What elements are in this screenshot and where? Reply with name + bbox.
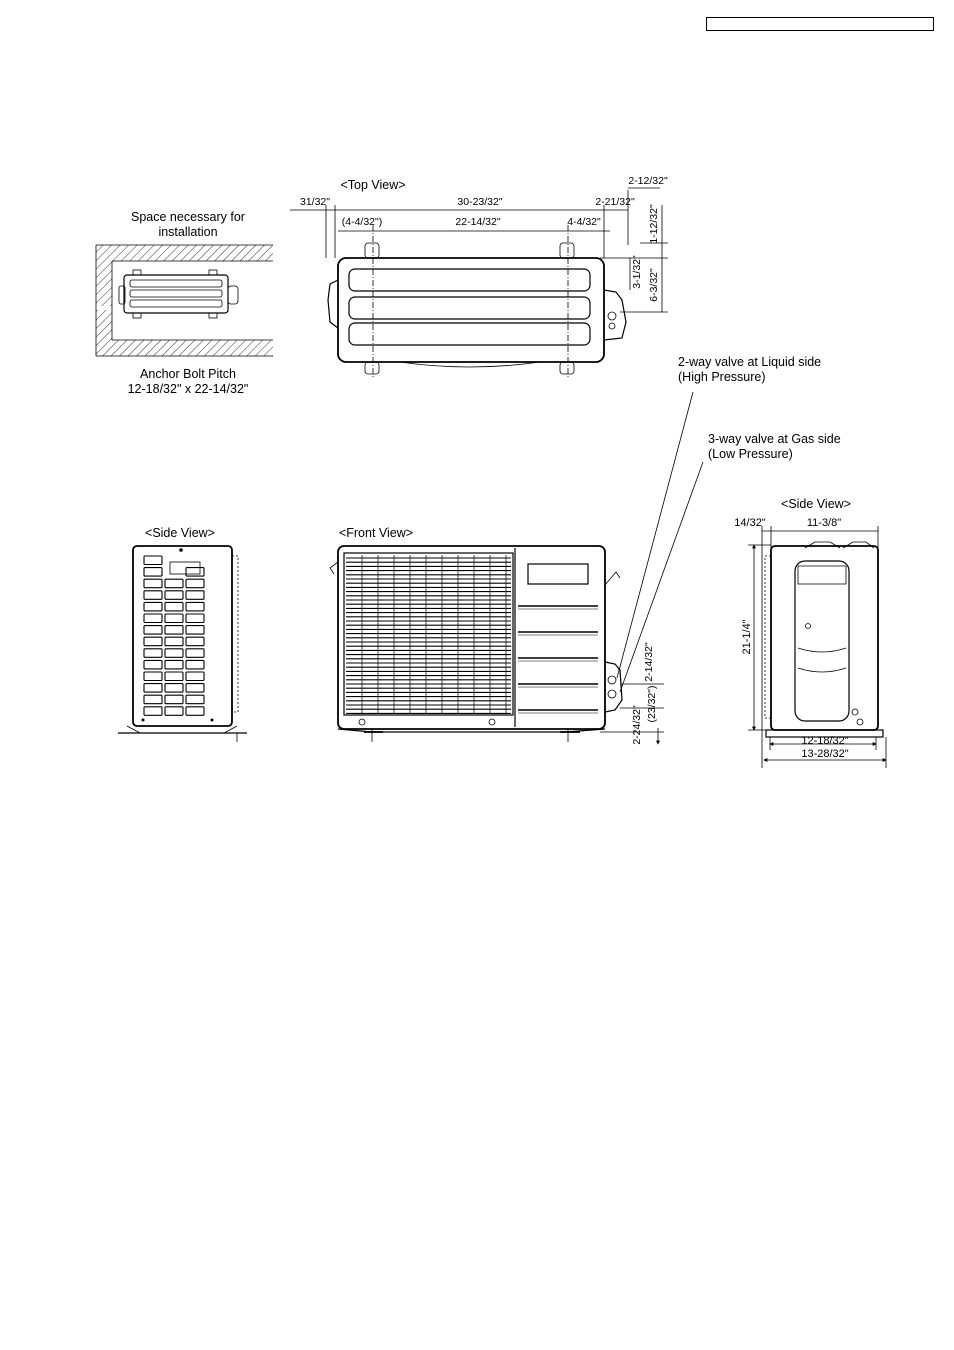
liquid-valve-leader: [616, 391, 694, 679]
dim-side-top-offset: 14/32": [734, 517, 766, 529]
dim-right-mid: 3-1/32": [631, 255, 643, 289]
header-box: [706, 17, 934, 31]
gas-valve-label: 3-way valve at Gas side: [708, 432, 841, 446]
front-fan-grille: [343, 552, 514, 716]
dim-valve-height: 2-14/32": [643, 642, 655, 682]
liquid-valve-label: 2-way valve at Liquid side: [678, 355, 821, 369]
valve-callouts: 2-way valve at Liquid side (High Pressur…: [616, 355, 841, 693]
dim-bolt-pitch: 22-14/32": [455, 216, 500, 228]
side-right-unit: [770, 545, 879, 731]
front-unit: [337, 545, 606, 730]
dim-valve-gap: (23/32"): [646, 686, 658, 723]
dim-right-top: 1-12/32": [648, 204, 660, 244]
side-view-left: <Side View>: [118, 526, 247, 742]
top-wall: [96, 245, 273, 261]
dim-left-bolt: (4-4/32"): [342, 216, 383, 228]
liquid-valve-pressure: (High Pressure): [678, 370, 766, 384]
installation-diagram: Space necessary for installation Anchor …: [95, 210, 273, 396]
dim-side-base-width: 13-28/32": [801, 748, 848, 760]
top-view-unit: [337, 257, 605, 363]
front-panel-window: [527, 563, 589, 585]
side-view-right-title: <Side View>: [781, 497, 851, 511]
dim-side-height: 21-1/4": [741, 619, 753, 654]
dim-right-bolt: 4-4/32": [567, 216, 601, 228]
installation-title-1: Space necessary for: [131, 210, 245, 224]
side-view-right: <Side View> 14/32" 11-3/8" 21-1/4" 12-18…: [734, 497, 887, 768]
bottom-wall: [96, 340, 273, 356]
anchor-bolt-label: Anchor Bolt Pitch: [140, 367, 236, 381]
anchor-bolt-value: 12-18/32" x 22-14/32": [128, 382, 249, 396]
installation-title-2: installation: [158, 225, 217, 239]
front-view-title: <Front View>: [339, 526, 413, 540]
gas-valve-pressure: (Low Pressure): [708, 447, 793, 461]
dim-overall-width: 30-23/32": [457, 196, 502, 208]
front-view: <Front View> 2-14/32" (23/32") 2-24/32": [329, 526, 664, 745]
side-right-handle-panel: [794, 560, 850, 722]
dim-right-depth: 6-3/32": [648, 268, 660, 302]
dim-base-height: 2-24/32": [631, 705, 643, 745]
dim-left-offset: 31/32": [300, 196, 330, 208]
top-view-title: <Top View>: [340, 178, 405, 192]
dim-side-top-width: 11-3/8": [807, 517, 841, 529]
left-wall-lower: [96, 310, 112, 340]
side-view-left-title: <Side View>: [145, 526, 215, 540]
left-wall-upper: [96, 261, 112, 306]
dim-right-offset: 2-21/32": [595, 196, 635, 208]
top-view: <Top View> 31/32" 30-23/32" 2-21/32" 2-1…: [290, 175, 668, 378]
dim-top-right: 2-12/32": [628, 175, 668, 187]
gas-valve-leader: [619, 461, 704, 693]
side-left-unit: [132, 545, 233, 727]
dim-side-bolt-pitch: 12-18/32": [801, 735, 848, 747]
